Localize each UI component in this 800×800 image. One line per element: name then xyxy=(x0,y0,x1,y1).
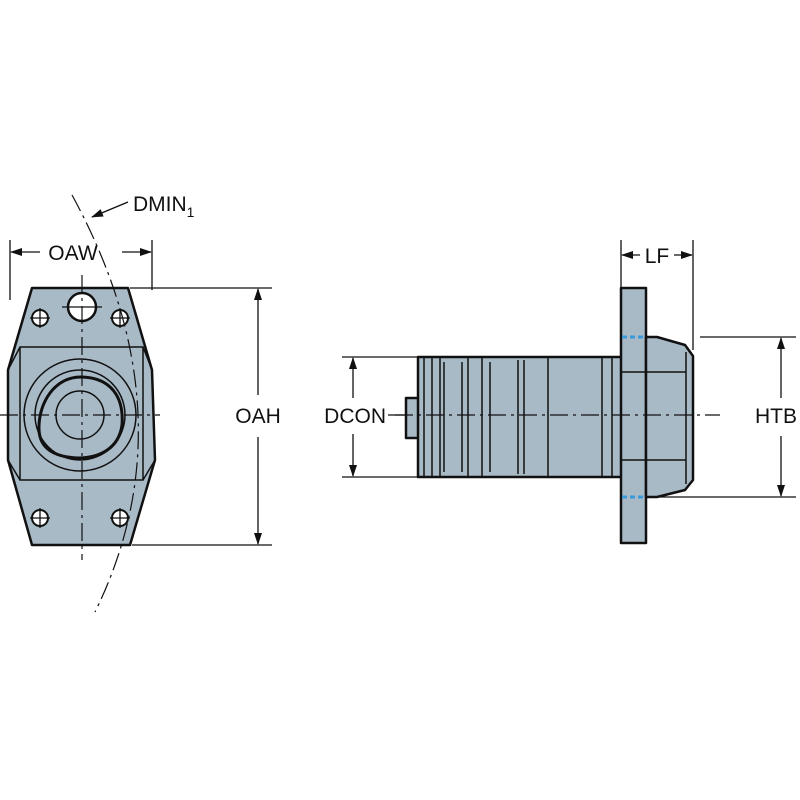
hex-edges xyxy=(621,352,687,484)
dmin-arc xyxy=(71,194,139,613)
dmin-dimension: DMIN1 xyxy=(91,193,195,220)
dmin-label: DMIN1 xyxy=(133,193,195,220)
oaw-dimension: OAW xyxy=(9,240,153,300)
shank xyxy=(416,355,624,479)
hex-head xyxy=(644,335,695,499)
oah-label: OAH xyxy=(235,405,281,428)
side-view xyxy=(395,286,720,545)
lf-label: LF xyxy=(645,245,670,268)
polygon-coupling xyxy=(37,375,124,460)
htb-dimension: HTB xyxy=(660,336,797,498)
dcon-dimension: DCON xyxy=(324,356,418,478)
shank-grooves xyxy=(423,357,613,477)
coolant-channel-marks xyxy=(622,335,645,499)
front-view xyxy=(0,194,160,613)
front-centerlines xyxy=(0,275,160,560)
lf-dimension: LF xyxy=(620,240,694,350)
htb-label: HTB xyxy=(755,405,797,428)
dcon-label: DCON xyxy=(324,405,386,428)
oaw-label: OAW xyxy=(48,242,98,265)
oah-dimension: OAH xyxy=(130,287,281,546)
